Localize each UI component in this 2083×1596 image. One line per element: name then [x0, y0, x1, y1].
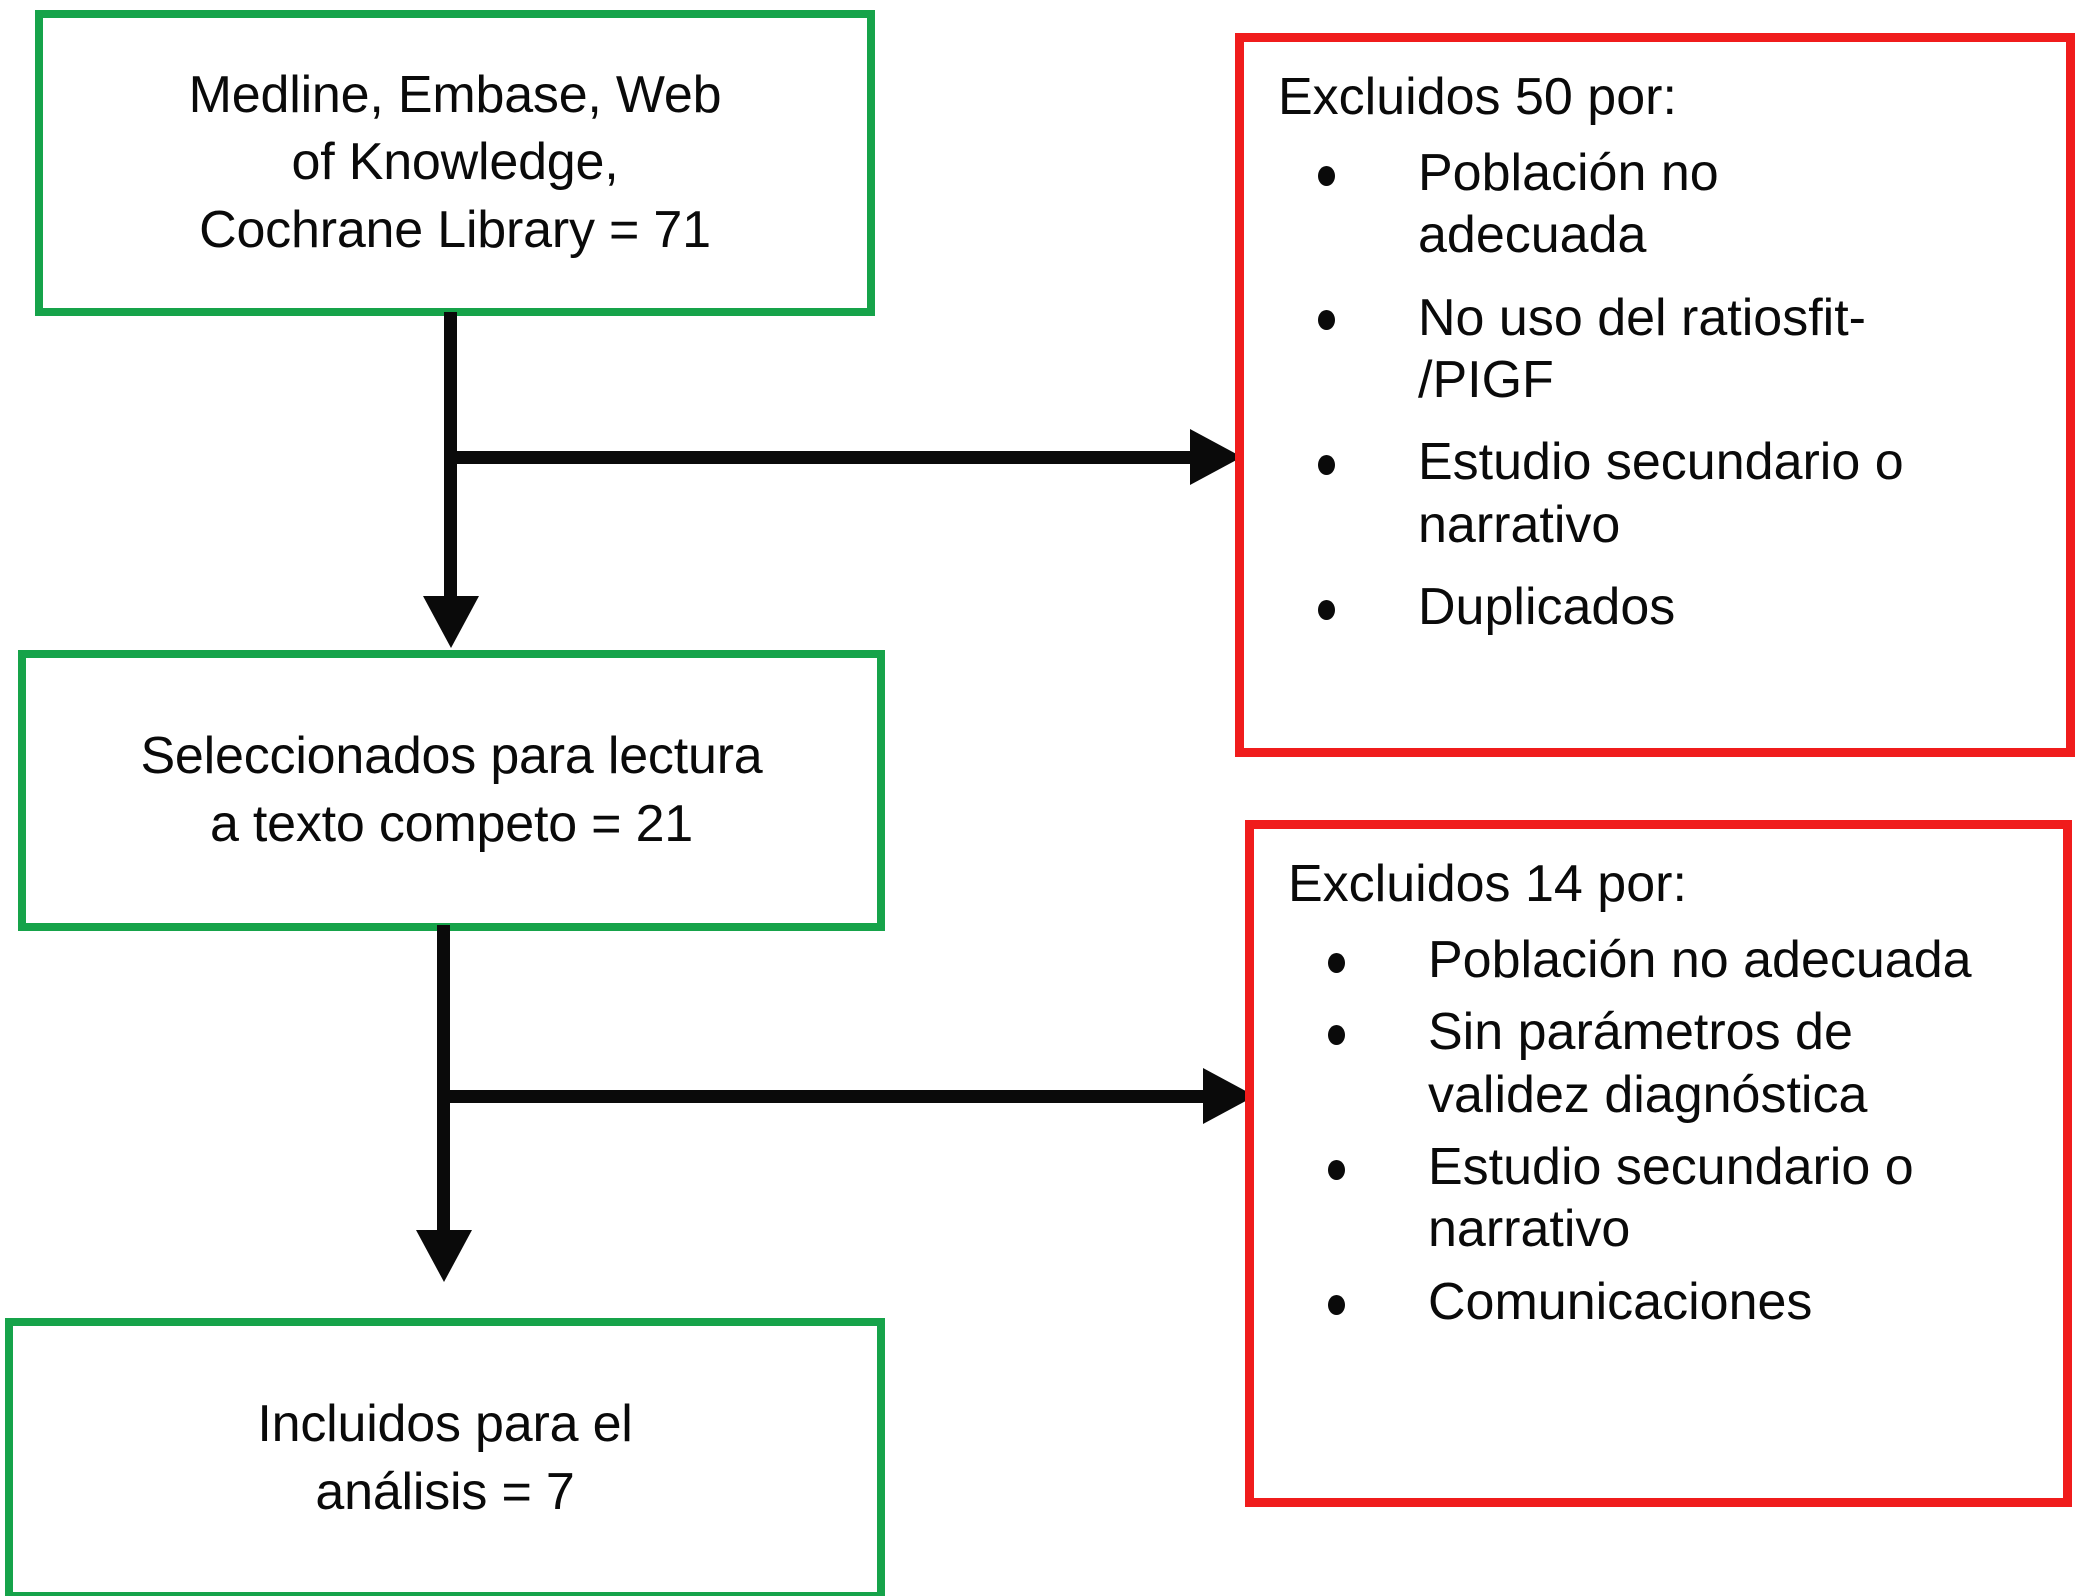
- bullet-icon: [1328, 1159, 1345, 1180]
- connector-excluded14-horizontal: [437, 1090, 1227, 1103]
- panel-excluded-14: Excluidos 14 por: Población no adecuada …: [1245, 820, 2072, 1507]
- list-item: Estudio secundario o narrativo: [1288, 1136, 2045, 1261]
- list-item-label: Comunicaciones: [1428, 1272, 1813, 1331]
- node-screening: Seleccionados para lectura a texto compe…: [18, 650, 885, 931]
- list-item: Población no adecuada: [1278, 142, 2048, 267]
- panel-excluded-14-reasons: Población no adecuada Sin parámetros de …: [1288, 929, 2045, 1333]
- panel-excluded-14-title: Excluidos 14 por:: [1288, 855, 1687, 913]
- node-screening-label: Seleccionados para lectura a texto compe…: [140, 726, 763, 853]
- node-identification-label: Medline, Embase, Web of Knowledge, Cochr…: [188, 65, 722, 259]
- list-item: Comunicaciones: [1288, 1271, 2045, 1333]
- bullet-icon: [1328, 952, 1345, 973]
- list-item-label: No uso del ratiosfit- /PIGF: [1418, 288, 1866, 409]
- list-item-label: Población no adecuada: [1428, 930, 1972, 989]
- connector-screening-arrowhead: [416, 1230, 472, 1282]
- bullet-icon: [1328, 1294, 1345, 1315]
- list-item: No uso del ratiosfit- /PIGF: [1278, 287, 2048, 412]
- node-included-label: Incluidos para el análisis = 7: [257, 1395, 633, 1521]
- connector-excluded50-arrowhead: [1190, 429, 1242, 485]
- bullet-icon: [1318, 600, 1335, 621]
- list-item-label: Población no adecuada: [1418, 143, 1719, 265]
- bullet-icon: [1318, 310, 1335, 331]
- panel-excluded-50-reasons: Población no adecuada No uso del ratiosf…: [1278, 142, 2048, 639]
- node-identification: Medline, Embase, Web of Knowledge, Cochr…: [35, 10, 875, 316]
- bullet-icon: [1318, 455, 1335, 476]
- bullet-icon: [1318, 165, 1335, 186]
- connector-identification-arrowhead: [423, 596, 479, 648]
- list-item-label: Estudio secundario o narrativo: [1418, 433, 1904, 554]
- list-item-label: Sin parámetros de validez diagnóstica: [1428, 1003, 1868, 1124]
- panel-excluded-50-title: Excluidos 50 por:: [1278, 68, 1677, 126]
- list-item: Sin parámetros de validez diagnóstica: [1288, 1001, 2045, 1126]
- panel-excluded-50: Excluidos 50 por: Población no adecuada …: [1235, 33, 2075, 757]
- list-item: Duplicados: [1278, 576, 2048, 638]
- connector-identification-vertical: [444, 312, 457, 624]
- node-included: Incluidos para el análisis = 7: [5, 1318, 885, 1596]
- list-item-label: Duplicados: [1418, 578, 1676, 637]
- bullet-icon: [1328, 1025, 1345, 1046]
- connector-excluded50-horizontal: [444, 451, 1214, 464]
- list-item: Población no adecuada: [1288, 929, 2045, 991]
- list-item: Estudio secundario o narrativo: [1278, 431, 2048, 556]
- list-item-label: Estudio secundario o narrativo: [1428, 1137, 1914, 1259]
